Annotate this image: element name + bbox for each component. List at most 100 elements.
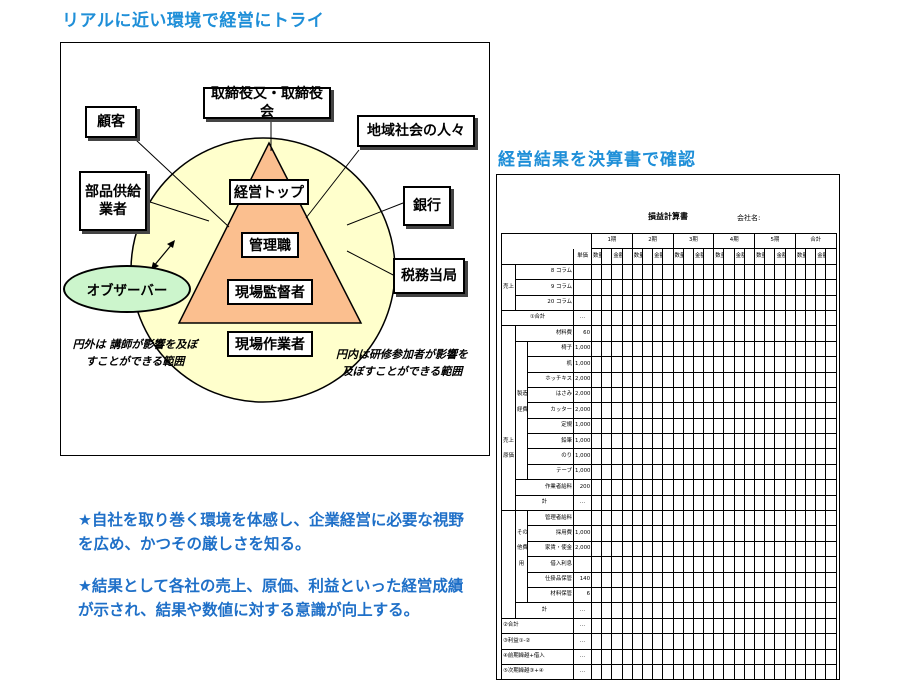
value-cell: [784, 525, 796, 542]
header-blank: [703, 248, 715, 265]
value-cell: [631, 463, 643, 481]
value-cell: [652, 371, 664, 388]
value-cell: [682, 617, 694, 635]
value-cell: [611, 633, 623, 650]
group-label: [515, 340, 528, 357]
value-cell: [794, 448, 807, 465]
value-cell: [672, 340, 684, 358]
value-cell: [621, 463, 633, 481]
quantity-header: 数量: [672, 248, 684, 265]
value-cell: [805, 433, 817, 450]
value-cell: [611, 602, 623, 619]
value-cell: [784, 633, 796, 650]
value-cell: [733, 586, 745, 604]
value-cell: [713, 510, 725, 527]
value-cell: [764, 448, 776, 465]
value-cell: [774, 294, 786, 311]
value-cell: [631, 617, 643, 635]
value-cell: [631, 602, 643, 619]
value-cell: [652, 617, 664, 635]
mfg-group-label: 製造: [515, 387, 528, 403]
value-cell: [733, 617, 745, 635]
value-cell: [703, 617, 715, 635]
value-cell: [733, 633, 745, 650]
unit-price-cell: [573, 556, 592, 573]
value-cell: [754, 617, 766, 635]
value-cell: [774, 586, 786, 604]
value-cell: [682, 433, 694, 450]
value-cell: [805, 448, 817, 465]
value-cell: [672, 309, 684, 327]
value-cell: [692, 479, 705, 496]
value-cell: [611, 356, 623, 373]
value-cell: [692, 340, 705, 358]
value-cell: [652, 463, 664, 481]
quantity-header: 数量: [713, 248, 725, 265]
mfg-item: テープ: [527, 463, 574, 481]
value-cell: [774, 663, 786, 679]
value-cell: [805, 356, 817, 373]
value-cell: [794, 479, 807, 496]
period-header: 5期: [754, 232, 796, 250]
mfg-item: カッター: [527, 402, 574, 419]
value-cell: [805, 494, 817, 512]
value-cell: [641, 371, 654, 388]
value-cell: [621, 402, 633, 419]
page-title: リアルに近い環境で経営にトライ: [62, 11, 325, 31]
value-cell: [754, 433, 766, 450]
value-cell: [662, 417, 674, 435]
group-label: [515, 464, 528, 481]
value-cell: [774, 463, 786, 481]
value-cell: [764, 340, 776, 358]
value-cell: [784, 356, 796, 373]
value-cell: [662, 433, 674, 450]
value-cell: [692, 448, 705, 465]
value-cell: [590, 571, 603, 588]
value-cell: [743, 294, 756, 311]
value-cell: [641, 540, 654, 558]
worker-box: 現場作業者: [227, 331, 313, 357]
value-cell: [733, 371, 745, 388]
connector-tax: [346, 250, 400, 279]
value-cell: [590, 510, 603, 527]
value-cell: [682, 325, 694, 342]
value-cell: [713, 279, 725, 296]
value-cell: [692, 263, 705, 281]
connector-bank: [346, 202, 404, 226]
header-blank: [501, 248, 574, 265]
supplier-box: 部品供給 業者: [79, 171, 147, 231]
value-cell: [774, 510, 786, 527]
value-cell: [703, 525, 715, 542]
value-cell: [754, 494, 766, 512]
stakeholder-diagram: 取締役又・取締役会 顧客 地域社会の人々 部品供給 業者 銀行 税務当局 オブザ…: [60, 42, 490, 456]
value-cell: [713, 633, 725, 650]
value-cell: [611, 663, 623, 679]
mfg-item: 椅子: [527, 340, 574, 358]
value-cell: [590, 309, 603, 327]
value-cell: [601, 540, 613, 558]
value-cell: [764, 571, 776, 588]
value-cell: [774, 556, 786, 573]
dots-cell: …: [573, 633, 592, 650]
value-cell: [784, 494, 796, 512]
value-cell: [631, 309, 643, 327]
value-cell: [703, 633, 715, 650]
value-cell: [652, 402, 664, 419]
value-cell: [641, 571, 654, 588]
value-cell: [713, 556, 725, 573]
unit-price-cell: 1,000: [573, 356, 592, 373]
value-cell: [703, 602, 715, 619]
value-cell: [631, 356, 643, 373]
table-row: 用借入利息: [501, 556, 837, 573]
value-cell: [733, 294, 745, 311]
other-group-label: 用: [515, 556, 528, 573]
value-cell: [815, 556, 827, 573]
dots-cell: …: [573, 617, 592, 635]
value-cell: [825, 263, 837, 281]
value-cell: [764, 540, 776, 558]
header-blank: [805, 248, 817, 265]
value-cell: [682, 402, 694, 419]
group-label: [515, 433, 528, 449]
value-cell: [794, 417, 807, 435]
